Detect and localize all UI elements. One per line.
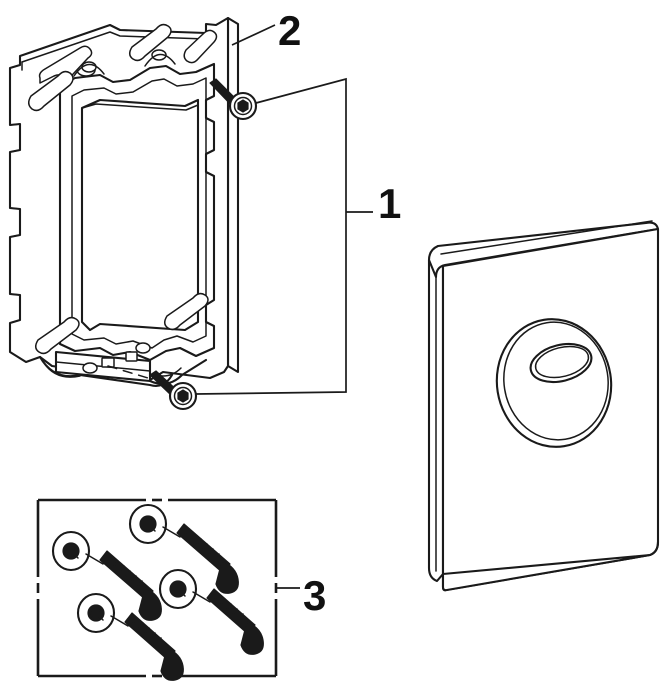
fixing-item [51,530,162,621]
machine-screw-lower-thread-lines [152,375,174,396]
machine-screw-upper [209,78,258,121]
fixing-set-box-border [36,498,278,678]
wall-plug-marking [90,607,104,621]
frame-tab-bottom-b [125,351,138,362]
screw-head [215,560,239,594]
frame-boss-bump-left [73,63,105,77]
flush-plate-top-bevel [427,221,660,279]
leader-lines [195,24,373,589]
screw-tip-line [85,553,104,565]
screw-head [138,587,162,621]
screw-tip-line [192,591,211,603]
frame-hole-bottom-left [82,362,98,374]
frame-slot-left-lower [35,316,80,355]
machine-screw-upper-torx-drive [237,99,249,113]
callout-label-1: 1 [378,180,401,227]
frame-central-aperture [80,98,200,332]
frame-tab-bottom-a [101,357,115,368]
machine-screw-lower-torx-drive [177,389,189,403]
callout-label-3: 3 [303,572,326,619]
screw-slot [165,652,182,669]
screw-thread-lines [106,555,143,588]
wall-plug-marking [172,583,186,597]
screw-head [160,647,184,681]
frame-oblong-slots-upper [28,23,218,112]
wall-plug-marking [142,518,156,532]
part-mounting-frame [8,16,240,387]
screw-thread-lines [183,528,220,561]
screw-head [240,621,264,655]
group-machine-screws [107,78,258,411]
frame-slot-top-right [183,29,218,64]
frame-left-flange-steps [9,64,21,324]
part-fixing-set [36,498,278,681]
screw-tip-line [162,526,181,538]
wall-plug-marking [65,545,79,559]
screw-shank [206,588,256,635]
frame-slot-top-mid [129,23,172,62]
assembly-guide-dashed-line [107,365,149,379]
fixing-item [76,592,184,681]
screw-slot [245,626,262,643]
frame-right-notches [205,95,215,327]
frame-boss-bump-mid [144,53,176,67]
leader-bracket-1 [195,77,347,395]
machine-screw-lower [149,370,198,411]
machine-screw-upper-thread-lines [212,83,234,104]
screw-slot [220,565,237,582]
screw-thread-lines [213,593,244,621]
screw-tip-line [110,615,129,627]
fixing-item [128,503,239,594]
screw-thread-lines [131,617,162,645]
frame-slot-left-upper [28,70,74,112]
part-flush-plate [427,220,660,592]
flush-plate-bottom-bevel [441,540,660,592]
screw-shank [124,612,176,661]
frame-hole-top-left [81,61,97,73]
frame-oblong-slots-lower [35,292,209,355]
frame-hole-bottom-right [135,342,151,354]
frame-inner-lip-inner [71,77,207,349]
screw-slot [143,592,160,609]
frame-right-side-face [226,16,240,374]
fixing-item [158,568,264,655]
flush-plate-top-bevel-crease [440,220,653,255]
flush-button-inner-oval-inner [534,345,590,379]
frame-slot-right-lower [164,292,209,331]
callout-label-2: 2 [278,7,301,54]
leader-line-2 [231,24,276,46]
frame-foot-left-inner [43,362,81,378]
frame-aperture-top-bevel [81,103,199,111]
